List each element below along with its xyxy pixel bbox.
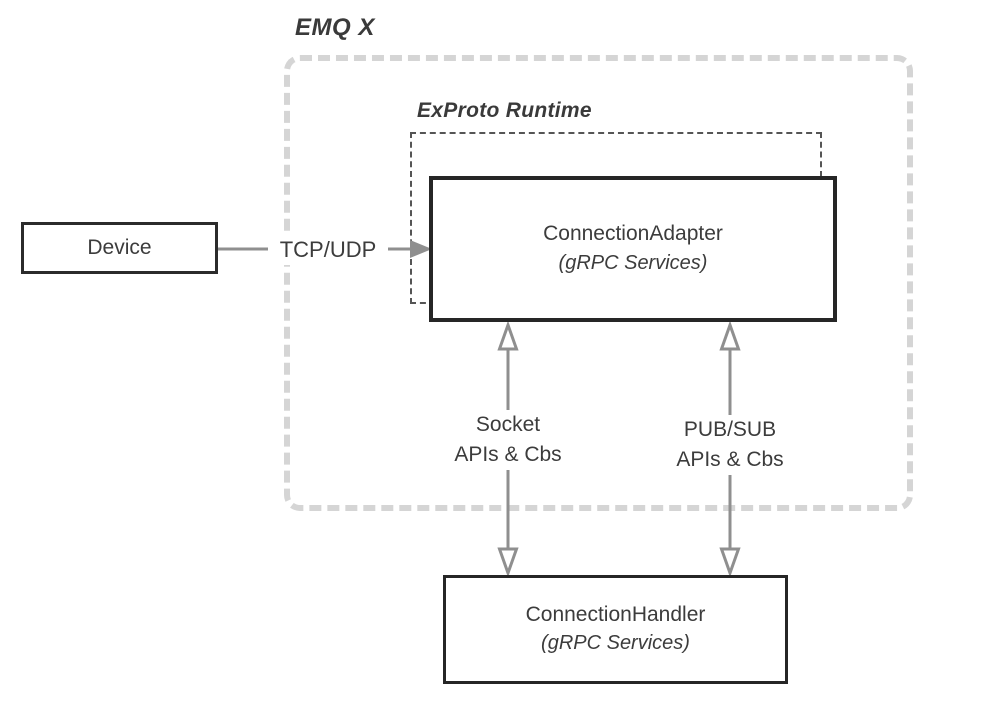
pubsub-apis-line2: APIs & Cbs [676,448,784,471]
socket-arrowhead-down [497,547,519,578]
connection-adapter-label: ConnectionAdapter [543,222,723,246]
connection-adapter-sublabel: (gRPC Services) [558,251,708,274]
emqx-boundary-box [284,55,913,511]
socket-apis-line1: Socket [475,413,541,436]
pubsub-arrowhead-down [719,547,741,578]
connection-handler-label: ConnectionHandler [525,602,706,626]
connection-adapter-node: ConnectionAdapter (gRPC Services) [429,176,837,322]
device-node-label: Device [87,235,152,259]
pubsub-apis-line1: PUB/SUB [683,418,777,441]
exproto-runtime-title: ExProto Runtime [417,99,592,122]
emqx-title: EMQ X [295,14,375,41]
socket-apis-edge-label: Socket APIs & Cbs [438,410,578,470]
pubsub-apis-edge-label: PUB/SUB APIs & Cbs [660,415,800,475]
device-node: Device [21,222,218,274]
tcp-udp-edge-label: TCP/UDP [268,235,388,265]
socket-apis-line2: APIs & Cbs [454,443,562,466]
connection-handler-sublabel: (gRPC Services) [541,632,690,655]
connection-handler-node: ConnectionHandler (gRPC Services) [443,575,788,684]
